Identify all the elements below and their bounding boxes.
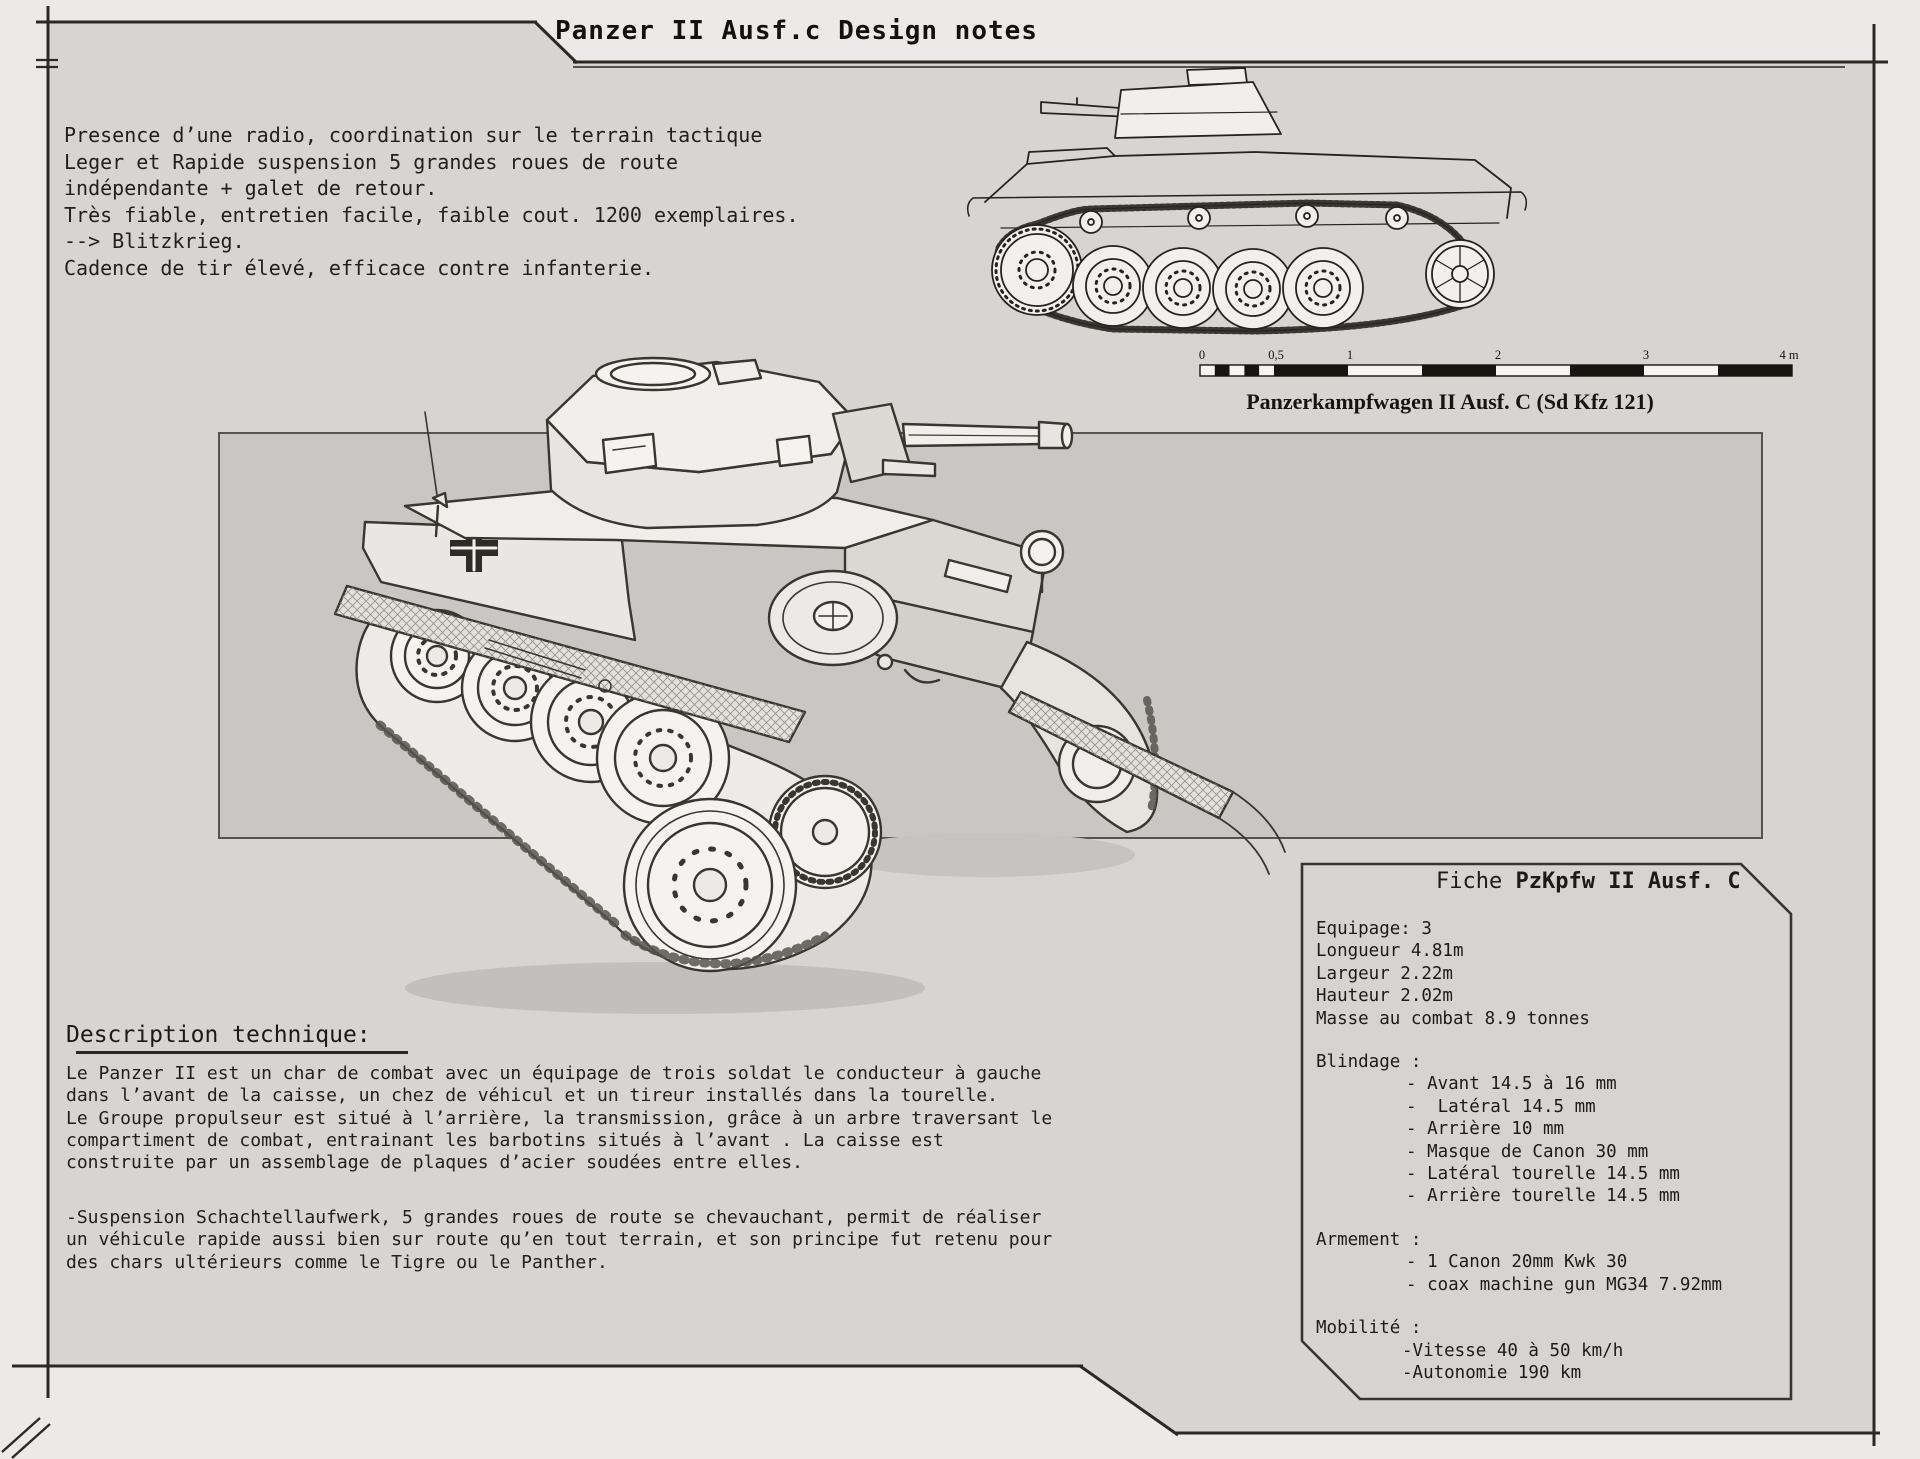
scale-label: 0,5 [1268,348,1284,362]
spec-line: Largeur 2.22m [1316,963,1453,984]
spec-armament-item: - 1 Canon 20mm Kwk 30 [1406,1252,1628,1273]
description-line: des chars ultérieurs comme le Tigre ou l… [66,1251,608,1273]
spec-armor-item: - Arrière tourelle 14.5 mm [1406,1186,1680,1207]
notes-block: Presence d’une radio, coordination sur l… [64,122,799,282]
description-line: -Suspension Schachtellaufwerk, 5 grandes… [66,1207,1042,1228]
scale-bar: 0 0,5 1 2 3 4 m [1198,348,1799,382]
tank-sketch [333,356,1286,1014]
spec-armament-list: - 1 Canon 20mm Kwk 30- coax machine gun … [1316,1251,1781,1296]
notes-line: indépendante + galet de retour. [64,176,438,201]
scale-label: 3 [1642,348,1650,362]
spec-title-prefix: Fiche [1436,869,1516,894]
description-line: compartiment de combat, entrainant les b… [66,1129,944,1151]
spec-armor-item: - Latéral 14.5 mm [1406,1096,1596,1117]
spec-armament-heading: Armement : [1316,1229,1422,1250]
page-title: Panzer II Ausf.c Design notes [555,16,1038,46]
scale-bar-blocks [1199,364,1793,377]
spec-armor-item: - Latéral tourelle 14.5 mm [1406,1164,1680,1185]
spec-title-model: PzKpfw II Ausf. C [1515,869,1741,894]
spec-mobility-heading: Mobilité : [1316,1318,1422,1339]
spec-line: Longueur 4.81m [1316,941,1464,962]
scale-label: 1 [1346,348,1354,362]
scale-label: 0 [1198,348,1206,362]
description-line: un véhicule rapide aussi bien sur route … [66,1229,1053,1251]
notes-line: Leger et Rapide suspension 5 grandes rou… [64,149,679,174]
spec-armor-item: - Arrière 10 mm [1406,1119,1565,1140]
spec-armament-item: - coax machine gun MG34 7.92mm [1406,1274,1723,1295]
description-paragraph-1: Le Panzer II est un char de combat avec … [66,1063,1052,1174]
spec-armor-heading: Blindage : [1316,1052,1422,1073]
description-paragraph-2: -Suspension Schachtellaufwerk, 5 grandes… [66,1207,1052,1274]
description-line: Le Panzer II est un char de combat avec … [66,1063,1042,1084]
spec-mobility-item: -Vitesse 40 à 50 km/h [1402,1340,1624,1361]
spec-line: Hauteur 2.02m [1316,986,1453,1007]
notes-line: Cadence de tir élevé, efficace contre in… [64,255,655,280]
spec-line: Equipage: 3 [1316,919,1432,939]
spec-armor-item: - Avant 14.5 à 16 mm [1406,1074,1617,1095]
spec-mobility-item: -Autonomie 190 km [1402,1362,1582,1383]
spec-armor-list: - Avant 14.5 à 16 mm- Latéral 14.5 mm- A… [1316,1073,1781,1207]
notes-line: --> Blitzkrieg. [64,229,245,254]
scale-labels: 0 0,5 1 2 3 4 m [1198,348,1799,362]
heading-underline [76,1051,408,1054]
description-heading: Description technique: [66,1022,371,1048]
spec-mobility-list: -Vitesse 40 à 50 km/h-Autonomie 190 km [1316,1340,1781,1385]
description-line: Le Groupe propulseur est situé à l’arriè… [66,1107,1053,1129]
description-line: construite par un assemblage de plaques … [66,1152,803,1174]
profile-caption: Panzerkampfwagen II Ausf. C (Sd Kfz 121) [1246,389,1654,414]
spec-panel-border [1300,862,1793,1401]
scale-label: 4 m [1779,348,1799,362]
description-line: dans l’avant de la caisse, un chez de vé… [66,1085,998,1107]
notes-line: Très fiable, entretien facile, faible co… [64,202,799,227]
spec-line: Masse au combat 8.9 tonnes [1316,1008,1590,1029]
spec-armor-item: - Masque de Canon 30 mm [1406,1141,1649,1162]
spec-panel-title: Fiche PzKpfw II Ausf. C [1316,868,1781,896]
notes-line: Presence d’une radio, coordination sur l… [64,123,763,147]
profile-drawing [966,67,1528,335]
scale-label: 2 [1494,348,1502,362]
